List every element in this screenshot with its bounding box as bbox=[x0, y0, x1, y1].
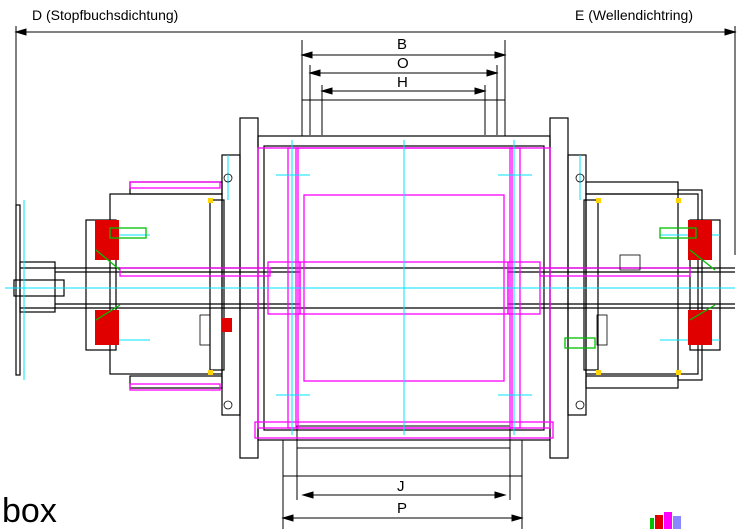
overall-dimension-line bbox=[14, 26, 737, 255]
label-shaft-seal-dimension: E (Wellendichtring) bbox=[575, 7, 694, 23]
top-dimension-stack bbox=[300, 40, 507, 137]
dimension-label-h: H bbox=[397, 74, 408, 91]
centerlines bbox=[5, 140, 735, 435]
partial-caption-text: box bbox=[2, 492, 57, 530]
dimension-label-b: B bbox=[397, 36, 408, 53]
rotor bbox=[119, 147, 691, 439]
dimension-label-p: P bbox=[397, 500, 408, 517]
seals bbox=[95, 220, 712, 345]
yellow-accents bbox=[208, 198, 681, 375]
label-stuffing-box-dimension: D (Stopfbuchsdichtung) bbox=[32, 7, 179, 23]
partial-logo-icon bbox=[650, 512, 681, 529]
green-accents bbox=[95, 227, 716, 349]
dimension-label-o: O bbox=[397, 55, 409, 72]
bolt-details bbox=[199, 173, 641, 410]
dimension-label-j: J bbox=[397, 478, 405, 495]
